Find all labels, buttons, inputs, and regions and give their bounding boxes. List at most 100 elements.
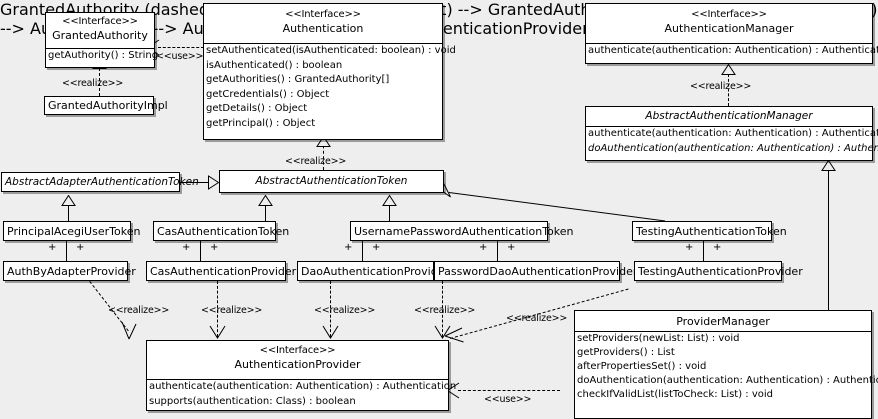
member-check-if-valid-list: checkIfValidList(listToCheck: List) : vo… bbox=[577, 389, 774, 400]
open-arrow-dao-provider bbox=[322, 325, 339, 339]
class-header-auth-by-adapter-provider: AuthByAdapterProvider bbox=[4, 262, 136, 281]
class-authentication-manager[interactable]: <<Interface>> AuthenticationManager auth… bbox=[585, 3, 878, 64]
class-authentication-provider[interactable]: <<Interface>> AuthenticationProvider aut… bbox=[146, 340, 457, 411]
stereotype-interface-authentication-manager: <<Interface>> bbox=[691, 9, 767, 20]
class-abstract-authentication-manager[interactable]: AbstractAuthenticationManager authentica… bbox=[585, 106, 878, 161]
class-header-testing-authentication-provider: TestingAuthenticationProvider bbox=[635, 262, 803, 281]
multiplicity-testing-right: + bbox=[713, 242, 722, 253]
class-name-dao-authentication-provider: DaoAuthenticationProvider bbox=[301, 265, 449, 278]
edge-label-realize-abstract-auth-manager: <<realize>> bbox=[690, 81, 752, 92]
class-dao-authentication-provider[interactable]: DaoAuthenticationProvider bbox=[297, 261, 449, 281]
multiplicity-password-left: + bbox=[479, 242, 488, 253]
member-set-authenticated: setAuthenticated(isAuthenticated: boolea… bbox=[206, 45, 456, 56]
edge-realize-password-dao-provider bbox=[442, 281, 443, 337]
member-get-authority: getAuthority() : String bbox=[48, 50, 159, 61]
class-header-abstract-adapter-authentication-token: AbstractAdapterAuthenticationToken bbox=[2, 173, 199, 192]
edge-label-realize-auth-by-adapter: <<realize>> bbox=[108, 305, 170, 316]
class-name-testing-authentication-token: TestingAuthenticationToken bbox=[636, 225, 787, 238]
edge-label-realize-cas-provider: <<realize>> bbox=[201, 305, 263, 316]
edge-realize-cas-provider bbox=[217, 281, 218, 337]
member-get-providers: getProviders() : List bbox=[577, 347, 675, 358]
class-name-authentication-manager: AuthenticationManager bbox=[664, 22, 794, 35]
class-password-dao-authentication-provider[interactable]: PasswordDaoAuthenticationProvider bbox=[434, 261, 637, 281]
class-header-dao-authentication-provider: DaoAuthenticationProvider bbox=[298, 262, 449, 281]
member-get-principal: getPrincipal() : Object bbox=[206, 117, 316, 129]
class-cas-authentication-provider[interactable]: CasAuthenticationProvider bbox=[146, 261, 297, 281]
class-name-cas-authentication-token: CasAuthenticationToken bbox=[157, 225, 290, 238]
class-header-cas-authentication-provider: CasAuthenticationProvider bbox=[147, 262, 297, 281]
class-testing-authentication-token[interactable]: TestingAuthenticationToken bbox=[632, 221, 787, 241]
edge-realize-dao-provider bbox=[330, 281, 331, 337]
class-name-cas-authentication-provider: CasAuthenticationProvider bbox=[150, 265, 297, 278]
member-get-credentials: getCredentials() : Object bbox=[206, 88, 330, 100]
class-provider-manager[interactable]: ProviderManager setProviders(newList: Li… bbox=[574, 310, 878, 419]
class-abstract-adapter-authentication-token[interactable]: AbstractAdapterAuthenticationToken bbox=[1, 172, 199, 192]
hollow-triangle-cas-token bbox=[258, 195, 273, 206]
class-granted-authority-impl[interactable]: GrantedAuthorityImpl bbox=[44, 96, 168, 115]
class-granted-authority[interactable]: <<Interface>> GrantedAuthority getAuthor… bbox=[45, 12, 159, 68]
edge-use-provider-manager bbox=[458, 390, 560, 391]
class-header-username-password-authentication-token: UsernamePasswordAuthenticationToken bbox=[351, 222, 574, 241]
class-header-cas-authentication-token: CasAuthenticationToken bbox=[154, 222, 290, 241]
class-members-authentication: setAuthenticated(isAuthenticated: boolea… bbox=[204, 44, 456, 131]
class-principal-acegi-user-token[interactable]: PrincipalAcegiUserToken bbox=[3, 221, 141, 241]
class-name-provider-manager: ProviderManager bbox=[676, 315, 770, 328]
hollow-triangle-adapter-token bbox=[61, 195, 76, 206]
member-is-authenticated: isAuthenticated() : boolean bbox=[206, 59, 343, 71]
edge-association-cas-token-provider bbox=[200, 241, 201, 261]
edge-label-use-granted-authority: <<use>> bbox=[156, 51, 204, 62]
class-cas-authentication-token[interactable]: CasAuthenticationToken bbox=[153, 221, 290, 241]
class-authentication[interactable]: <<Interface>> Authentication setAuthenti… bbox=[203, 3, 456, 140]
class-header-provider-manager: ProviderManager bbox=[575, 311, 871, 332]
class-name-username-password-authentication-token: UsernamePasswordAuthenticationToken bbox=[354, 225, 574, 238]
hollow-triangle-authentication bbox=[316, 136, 331, 147]
edge-realize-granted-authority-impl bbox=[99, 68, 100, 96]
member-authenticate-provider: authenticate(authentication: Authenticat… bbox=[149, 381, 457, 392]
member-supports-provider: supports(authentication: Class) : boolea… bbox=[149, 395, 356, 407]
edge-label-realize-granted-authority-impl: <<realize>> bbox=[62, 78, 124, 89]
member-authenticate-manager: authenticate(authentication: Authenticat… bbox=[588, 45, 878, 56]
class-header-principal-acegi-user-token: PrincipalAcegiUserToken bbox=[4, 222, 141, 241]
stereotype-interface-authentication-provider: <<Interface>> bbox=[259, 345, 336, 356]
class-name-principal-acegi-user-token: PrincipalAcegiUserToken bbox=[7, 225, 141, 238]
multiplicity-password-right: + bbox=[507, 242, 516, 253]
class-testing-authentication-provider[interactable]: TestingAuthenticationProvider bbox=[634, 261, 803, 281]
class-name-granted-authority-impl: GrantedAuthorityImpl bbox=[48, 99, 168, 112]
class-header-authentication-manager: <<Interface>> AuthenticationManager bbox=[586, 4, 872, 44]
edge-generalization-adapter-token bbox=[179, 182, 212, 183]
class-abstract-authentication-token[interactable]: AbstractAuthenticationToken bbox=[219, 170, 444, 193]
class-header-abstract-authentication-token: AbstractAuthenticationToken bbox=[220, 171, 443, 193]
multiplicity-cas-left: + bbox=[182, 242, 191, 253]
class-name-abstract-adapter-authentication-token: AbstractAdapterAuthenticationToken bbox=[5, 176, 199, 188]
edge-use-granted-authority bbox=[158, 47, 204, 48]
edge-association-testing-token-provider bbox=[703, 241, 704, 261]
edge-label-realize-dao-provider: <<realize>> bbox=[314, 305, 376, 316]
open-arrow-password-dao-provider bbox=[434, 325, 451, 339]
open-arrow-auth-by-adapter bbox=[120, 320, 138, 340]
member-do-authentication-abstract-manager: doAuthentication(authentication: Authent… bbox=[588, 142, 878, 154]
edge-generalization-username-password-token bbox=[389, 205, 390, 221]
edge-label-use-provider-manager: <<use>> bbox=[484, 394, 532, 405]
class-name-authentication: Authentication bbox=[282, 22, 364, 35]
class-name-testing-authentication-provider: TestingAuthenticationProvider bbox=[638, 265, 803, 278]
class-auth-by-adapter-provider[interactable]: AuthByAdapterProvider bbox=[3, 261, 136, 281]
multiplicity-dao-left: + bbox=[344, 242, 353, 253]
class-members-granted-authority: getAuthority() : String bbox=[46, 49, 159, 64]
class-username-password-authentication-token[interactable]: UsernamePasswordAuthenticationToken bbox=[350, 221, 574, 241]
multiplicity-acegi-right: + bbox=[76, 242, 85, 253]
edge-generalization-cas-token bbox=[265, 205, 266, 221]
edge-realize-abstract-auth-token bbox=[323, 140, 324, 170]
multiplicity-cas-right: + bbox=[210, 242, 219, 253]
edge-generalization-principal-acegi-token bbox=[68, 205, 69, 221]
edge-label-realize-password-dao-provider: <<realize>> bbox=[414, 305, 476, 316]
edge-generalization-testing-token bbox=[448, 192, 666, 222]
open-arrow-testing-provider bbox=[444, 327, 464, 345]
class-name-abstract-authentication-token: AbstractAuthenticationToken bbox=[255, 175, 408, 187]
class-name-abstract-authentication-manager: AbstractAuthenticationManager bbox=[645, 110, 813, 122]
edge-association-acegi-token-provider bbox=[66, 241, 67, 261]
member-set-providers: setProviders(newList: List) : void bbox=[577, 333, 740, 344]
stereotype-interface-granted-authority: <<Interface>> bbox=[62, 16, 138, 27]
class-name-auth-by-adapter-provider: AuthByAdapterProvider bbox=[7, 265, 136, 278]
class-members-provider-manager: setProviders(newList: List) : void getPr… bbox=[575, 332, 878, 402]
